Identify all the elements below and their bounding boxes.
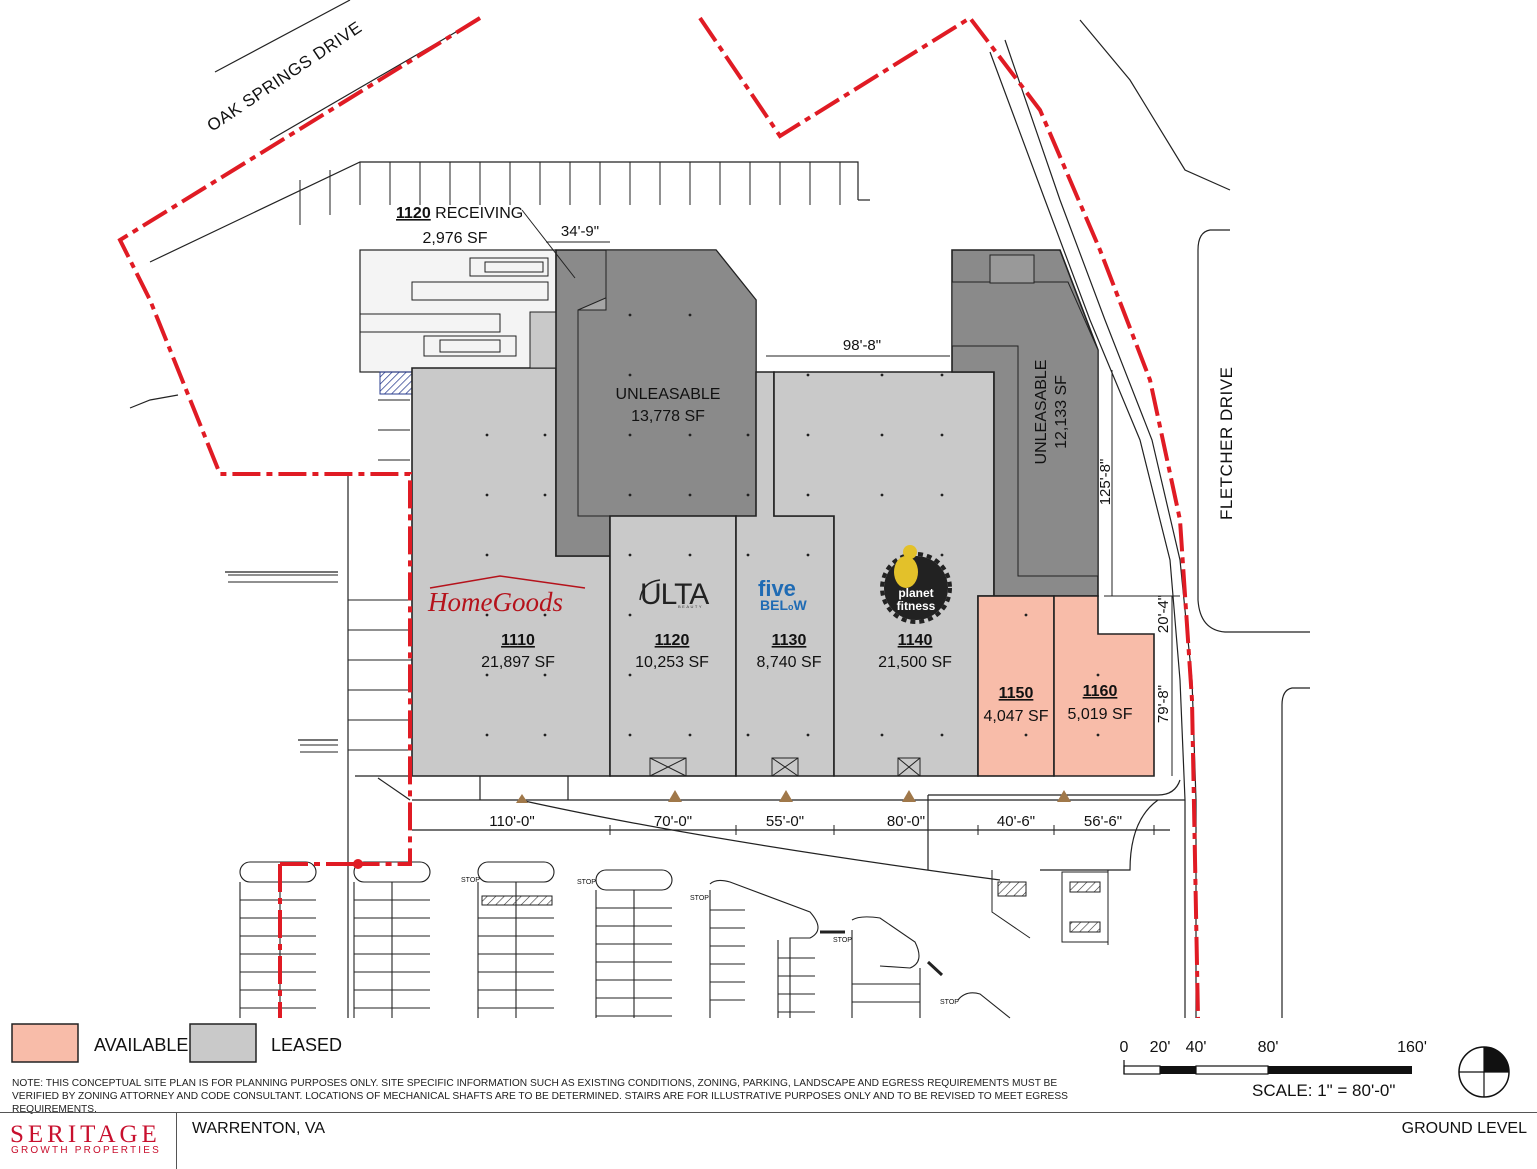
unit-1110-area: 21,897 SF: [481, 654, 555, 671]
planet-fitness-logo: planet fitness: [880, 545, 952, 624]
ulta-sub: BEAUTY: [678, 604, 703, 609]
location-label: WARRENTON, VA: [192, 1120, 326, 1137]
dim-70: 70'-0": [654, 813, 692, 830]
scale-bar: [1123, 1060, 1412, 1075]
unit-1150-area: 4,047 SF: [984, 708, 1049, 725]
dim-56-6: 56'-6": [1084, 813, 1122, 830]
receiving-area: 2,976 SF: [423, 230, 488, 247]
scale-tick-80: 80': [1258, 1039, 1279, 1056]
footer-divider: [0, 1112, 1537, 1113]
unleasable-west-area: 13,778 SF: [631, 408, 705, 425]
stop-label: STOP: [833, 937, 852, 944]
hatched-island: [481, 895, 553, 906]
dim-34-9: 34'-9": [561, 223, 599, 240]
dim-98-8: 98'-8": [843, 337, 881, 354]
dim-80: 80'-0": [887, 813, 925, 830]
parking-rows-south: [239, 861, 1011, 1019]
ulta-logo: ULTA: [640, 578, 709, 611]
five-below-logo-top: five: [758, 576, 796, 601]
hatched-island: [997, 881, 1027, 897]
unit-1130-area: 8,740 SF: [757, 654, 822, 671]
ulta-swoosh: [639, 579, 661, 601]
property-line: [117, 15, 1200, 1019]
scale-tick-160: 160': [1397, 1039, 1427, 1056]
unleasable-west-label: UNLEASABLE: [616, 386, 721, 403]
stop-label: STOP: [461, 877, 480, 884]
legend-leased-label: LEASED: [271, 1035, 342, 1055]
footer-separator: [176, 1113, 177, 1169]
dim-55: 55'-0": [766, 813, 804, 830]
dim-20-4: 20'-4": [1155, 595, 1172, 633]
five-below-logo-bottom: BELoW: [760, 597, 808, 613]
building: [411, 249, 1155, 777]
unit-1160-area: 5,019 SF: [1068, 706, 1133, 723]
receiving-label: 1120 RECEIVING: [396, 205, 523, 222]
property-marker: [353, 859, 363, 869]
stop-label: STOP: [577, 879, 596, 886]
hatched-island: [1069, 921, 1101, 933]
scale-tick-0: 0: [1120, 1039, 1129, 1056]
brand-subtitle: GROWTH PROPERTIES: [11, 1145, 162, 1156]
dim-110: 110'-0": [489, 813, 534, 830]
north-arrow-icon: [1458, 1046, 1510, 1098]
unit-1160[interactable]: [1053, 595, 1155, 777]
hatched-island: [1069, 881, 1101, 893]
unit-1120-area: 10,253 SF: [635, 654, 709, 671]
unit-1150[interactable]: [977, 595, 1055, 777]
parking-stalls-south: [240, 899, 920, 1017]
planet-fitness-top: planet: [898, 586, 933, 600]
unit-1160-number: 1160: [1083, 683, 1118, 700]
planet-fitness-bottom: fitness: [897, 599, 936, 613]
stop-label: STOP: [690, 895, 709, 902]
level-label: GROUND LEVEL: [1401, 1120, 1527, 1137]
homegoods-roof: [429, 575, 586, 589]
scale-tick-40: 40': [1186, 1039, 1207, 1056]
planning-note: NOTE: THIS CONCEPTUAL SITE PLAN IS FOR P…: [12, 1078, 1068, 1115]
street-fletcher: FLETCHER DRIVE: [1217, 367, 1236, 520]
legend-leased-swatch: [189, 1023, 257, 1063]
parking-stripes-west: [228, 162, 841, 753]
unit-1130-number: 1130: [772, 632, 807, 649]
unleasable-east-area: 12,133 SF: [1053, 375, 1070, 449]
scale-text: SCALE: 1" = 80'-0": [1252, 1081, 1396, 1100]
stop-label: STOP: [940, 999, 959, 1006]
unit-1140-number: 1140: [898, 632, 933, 649]
legend-available-swatch: [11, 1023, 79, 1063]
brand-logo: SERITAGE: [10, 1121, 161, 1148]
legend-available-label: AVAILABLE: [94, 1035, 188, 1055]
receiving-unit: 1120: [396, 205, 431, 222]
unleasable-east-label: UNLEASABLE: [1033, 360, 1050, 465]
dim-125-8: 125'-8": [1097, 459, 1114, 506]
unit-1140-area: 21,500 SF: [878, 654, 952, 671]
dim-40-6: 40'-6": [997, 813, 1035, 830]
unit-1120-number: 1120: [655, 632, 690, 649]
dim-79-8: 79'-8": [1155, 685, 1172, 723]
scale-tick-20: 20': [1150, 1039, 1171, 1056]
receiving-text: RECEIVING: [435, 205, 523, 222]
unit-1150-number: 1150: [999, 685, 1034, 702]
homegoods-logo: HomeGoods: [427, 587, 563, 617]
dimension-lines: [412, 209, 1180, 835]
unit-1110-number: 1110: [501, 632, 535, 649]
east-parking: [991, 870, 1109, 945]
entrance-markers: [516, 790, 1071, 803]
unit-1120[interactable]: [609, 515, 737, 777]
